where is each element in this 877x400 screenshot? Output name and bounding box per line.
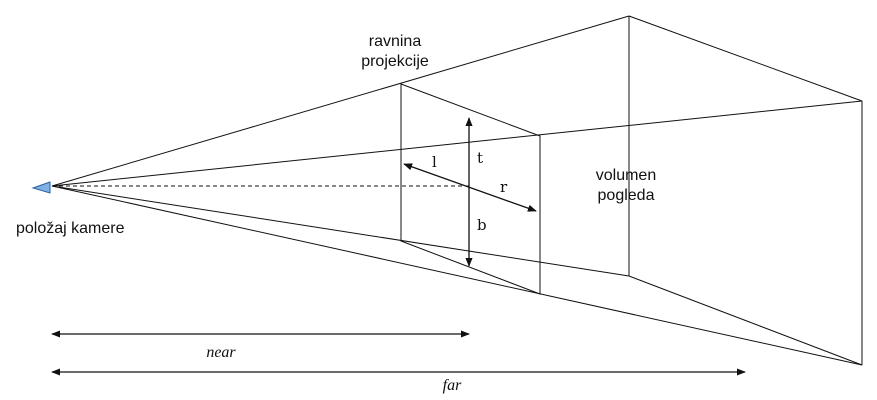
right-label: r (500, 178, 508, 196)
top-label: t (477, 149, 483, 167)
left-label: l (432, 153, 437, 171)
camera-icon (31, 181, 51, 194)
projection-plane (400, 83, 541, 295)
view-volume-label-line1: volumen (596, 167, 656, 184)
ray-right-top (51, 100, 863, 187)
near-plane-rect (400, 83, 541, 295)
far-edge-top (628, 15, 863, 102)
ray-top (51, 15, 630, 187)
left-right-arrow (403, 163, 537, 212)
ray-left-bottom (51, 185, 630, 277)
frustum-rays (51, 15, 863, 366)
projection-plane-label-line1: ravnina (369, 33, 422, 50)
near-label: near (206, 344, 236, 361)
camera-position-label: položaj kamere (16, 220, 125, 237)
far-edge-bottom (628, 275, 863, 366)
projection-plane-label-line2: projekcije (361, 53, 429, 70)
ray-bottom (51, 185, 863, 366)
far-label: far (443, 377, 462, 394)
view-volume-label-line2: pogleda (598, 187, 655, 204)
far-plane (628, 15, 863, 366)
bottom-label: b (477, 216, 487, 234)
